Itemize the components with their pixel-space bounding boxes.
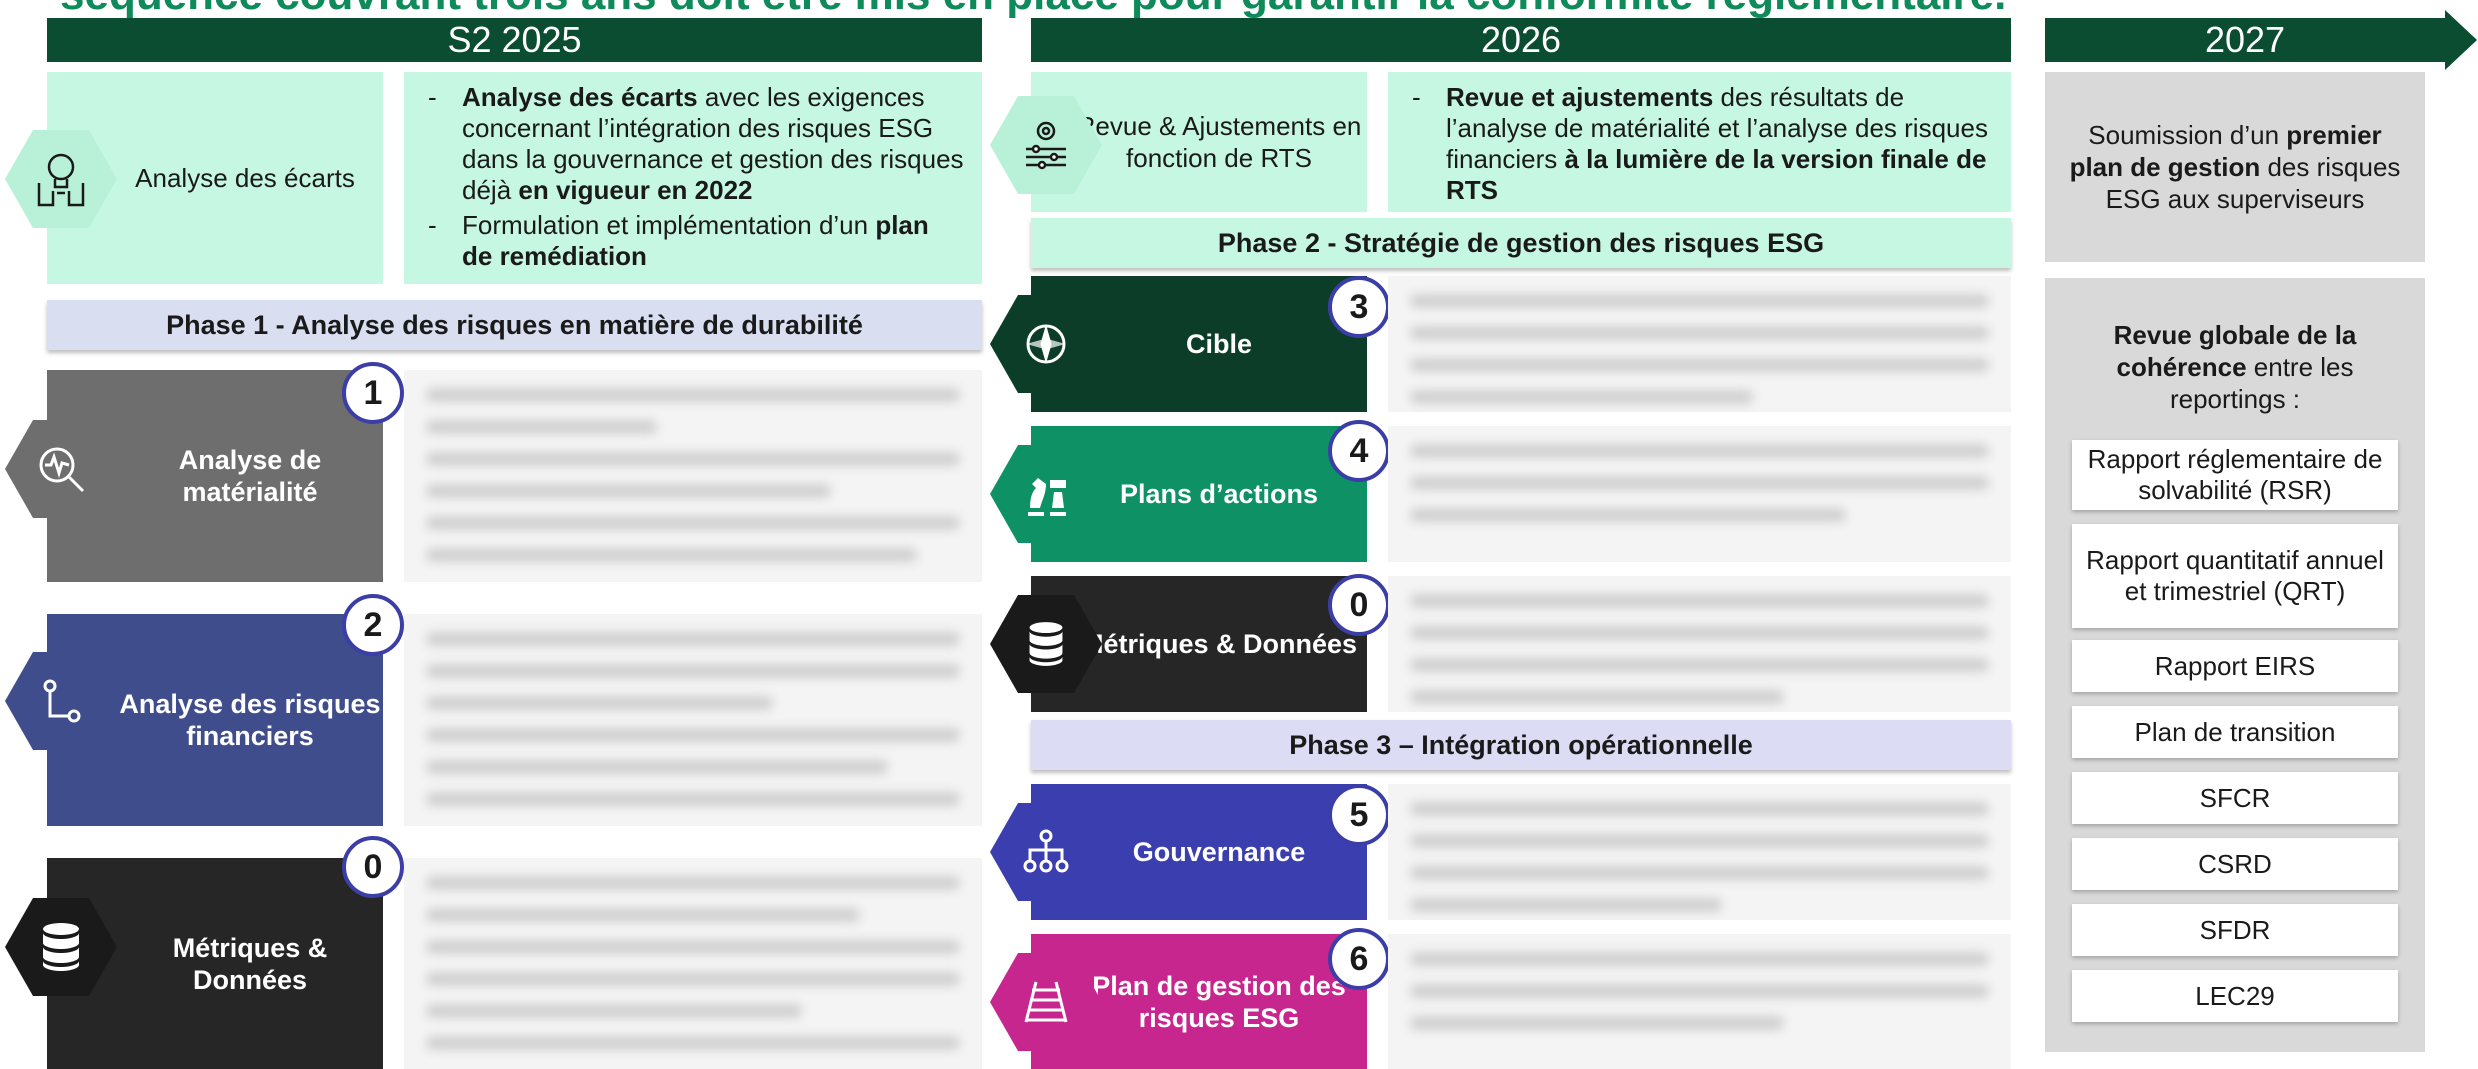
report-sfdr: SFDR (2072, 904, 2398, 956)
report-transition-plan: Plan de transition (2072, 706, 2398, 758)
step-number-badge: 6 (1328, 928, 1390, 990)
report-sfcr: SFCR (2072, 772, 2398, 824)
step-number-badge: 4 (1328, 420, 1390, 482)
bullet-item: Analyse des écarts avec les exigences co… (428, 82, 964, 206)
blurred-description (1388, 934, 2011, 1069)
submission-box: Soumission d’un premier plan de gestion … (2045, 72, 2425, 262)
review-description: Revue et ajustements des résultats de l’… (1388, 72, 2011, 212)
phase-1-bar: Phase 1 - Analyse des risques en matière… (47, 300, 982, 350)
report-qrt: Rapport quantitatif annuel et trimestrie… (2072, 524, 2398, 628)
blurred-description (404, 858, 982, 1069)
blurred-description (404, 614, 982, 826)
magnifier-pulse-icon (5, 420, 117, 518)
phase-3-bar: Phase 3 – Intégration opérationnelle (1031, 720, 2011, 770)
step-governance: Gouvernance (1031, 784, 1367, 920)
gap-analysis-description: Analyse des écarts avec les exigences co… (404, 72, 982, 284)
bullet-item: Revue et ajustements des résultats de l’… (1412, 82, 1993, 206)
page-title: séquence couvrant trois ans doit être mi… (60, 0, 2006, 20)
step-number-badge: 2 (342, 594, 404, 656)
report-lec29: LEC29 (2072, 970, 2398, 1022)
blurred-description (1388, 276, 2011, 412)
period-2027: 2027 (2045, 18, 2445, 62)
timeline-arrow-icon (2445, 10, 2477, 70)
step-number-badge: 0 (342, 836, 404, 898)
blurred-description (404, 370, 982, 582)
step-number-badge: 1 (342, 362, 404, 424)
step-number-badge: 3 (1328, 276, 1390, 338)
step-number-badge: 5 (1328, 784, 1390, 846)
report-csrd: CSRD (2072, 838, 2398, 890)
coherence-heading: Revue globale de la cohérence entre les … (2113, 320, 2357, 414)
phase-2-bar: Phase 2 - Stratégie de gestion des risqu… (1031, 218, 2011, 268)
step-materiality: Analyse de matérialité (47, 370, 383, 582)
blurred-description (1388, 576, 2011, 712)
step-number-badge: 0 (1328, 574, 1390, 636)
period-s2-2025: S2 2025 (47, 18, 982, 62)
period-2026: 2026 (1031, 18, 2011, 62)
blurred-description (1388, 426, 2011, 562)
bullet-item: Formulation et implémentation d’un plan … (428, 210, 964, 272)
report-rsr: Rapport réglementaire de solvabilité (RS… (2072, 440, 2398, 510)
blurred-description (1388, 784, 2011, 920)
report-eirs: Rapport EIRS (2072, 640, 2398, 692)
